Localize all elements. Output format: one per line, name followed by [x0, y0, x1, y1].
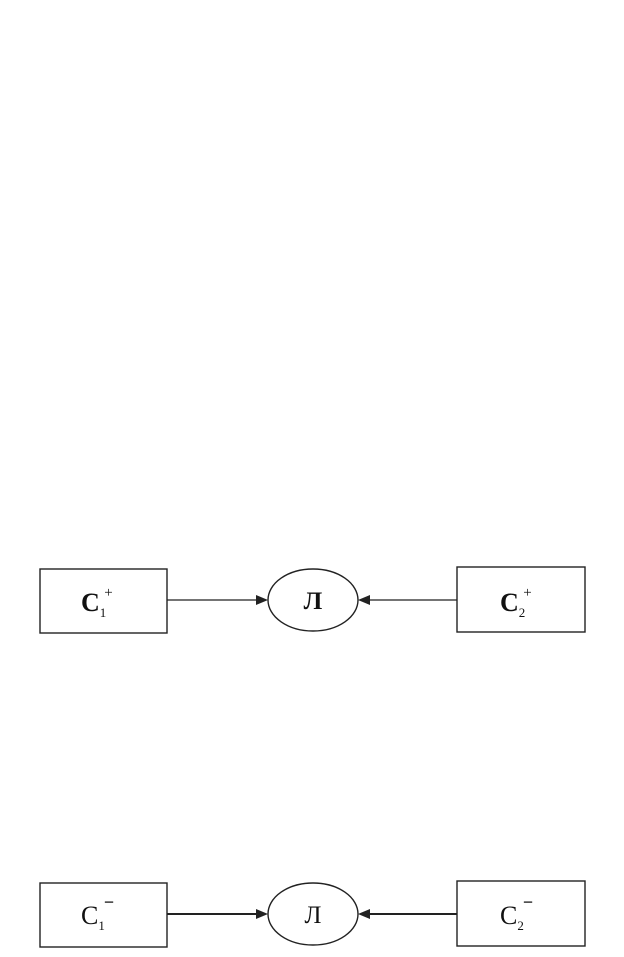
bottom-right-label: C2 − [500, 892, 533, 933]
top-right-label: C2 + [500, 585, 532, 620]
bottom-right-sub: 2 [517, 918, 524, 933]
top-left-sub: 1 [100, 605, 107, 620]
bottom-left-label: C1 − [81, 892, 114, 933]
bottom-right-base: C [500, 901, 517, 930]
bottom-left-node: C1 − [39, 882, 168, 948]
top-left-sup: + [104, 585, 112, 601]
bottom-left-sub: 1 [98, 918, 105, 933]
top-left-label: C1 + [81, 585, 113, 620]
bottom-left-base: C [81, 901, 98, 930]
bottom-right-node: C2 − [456, 880, 586, 947]
top-center-label: Л [304, 588, 323, 615]
top-arrow-right-head [358, 595, 370, 605]
bottom-left-sup: − [104, 892, 114, 912]
top-right-sub: 2 [519, 605, 526, 620]
bottom-right-sup: − [523, 892, 533, 912]
top-right-sup: + [523, 585, 531, 601]
top-center-node: Л [267, 568, 359, 632]
bottom-left-box [39, 882, 168, 948]
bottom-right-box [456, 880, 586, 947]
bottom-center-label: Л [305, 902, 322, 929]
top-right-base: C [500, 588, 519, 617]
bottom-arrow-right-head [358, 909, 370, 919]
bottom-center-node: Л [267, 882, 359, 946]
top-left-box [39, 568, 168, 634]
bottom-arrow-left-head [256, 909, 268, 919]
top-right-node: C2 + [456, 566, 586, 633]
top-left-node: C1 + [39, 568, 168, 634]
top-left-base: C [81, 588, 100, 617]
top-right-box [456, 566, 586, 633]
top-row: C1+ Л C2+ [39, 566, 586, 634]
top-arrow-left-head [256, 595, 268, 605]
bottom-row: C1− Л C2− [39, 880, 586, 948]
